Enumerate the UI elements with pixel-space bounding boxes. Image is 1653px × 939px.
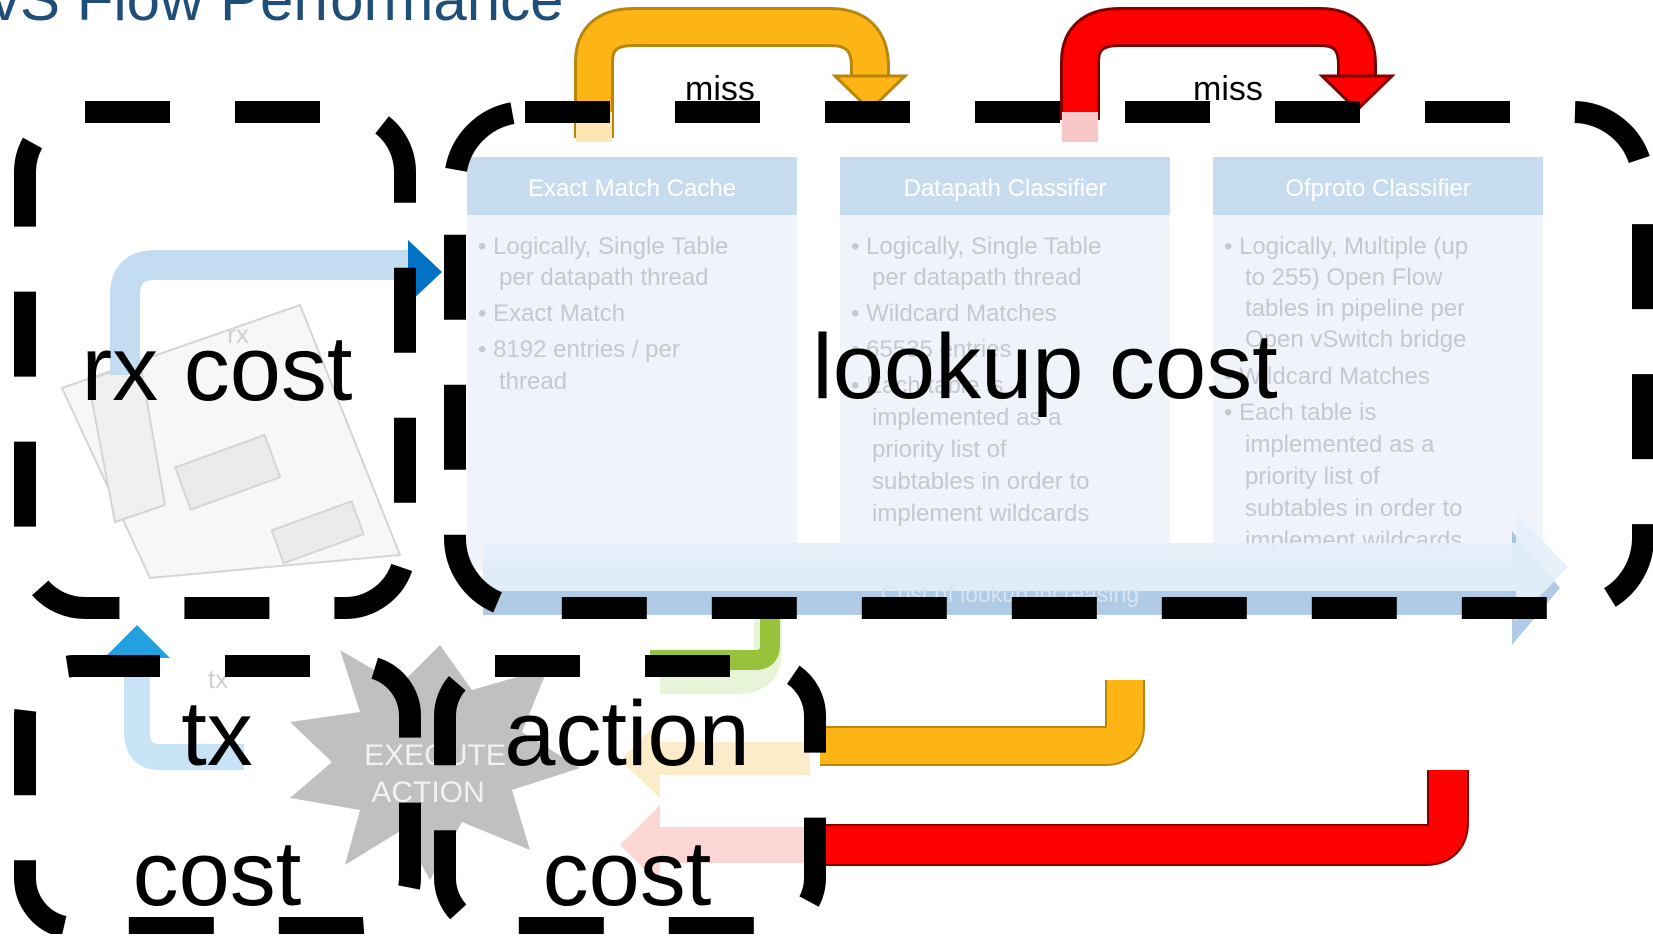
table-body-bg	[840, 215, 1170, 570]
action-cost-label: cost	[543, 823, 712, 925]
red-miss-body	[1063, 9, 1374, 120]
tx-cost-label: cost	[133, 823, 302, 925]
table-header-dpcls: Datapath Classifier	[904, 175, 1107, 202]
table-card-dpcls	[840, 157, 1170, 570]
table-line: • 8192 entries / per	[478, 336, 680, 363]
table-card-emc	[467, 157, 797, 570]
table-line: priority list of	[1245, 463, 1380, 490]
table-line: • Wildcard Matches	[851, 300, 1057, 327]
orange-return-arrow	[620, 680, 1145, 798]
table-line: • Exact Match	[478, 300, 625, 327]
table-line: • Wildcard Matches	[1224, 363, 1430, 390]
orange-miss-body	[577, 9, 887, 138]
cost-labels: rx cost lookup cost tx cost action cost	[82, 316, 1278, 925]
table-line: subtables in order to	[1245, 495, 1462, 522]
table-line: • 65535 entries	[851, 336, 1012, 363]
table-line: thread	[499, 368, 567, 395]
orange-return-faded	[620, 720, 810, 798]
table-line: implemented as a	[872, 404, 1062, 431]
dashed-regions	[14, 101, 1653, 939]
table-header-bg	[467, 157, 797, 215]
red-return-faded	[620, 805, 820, 885]
table-body-ofproto: • Logically, Multiple (up to 255) Open F…	[1224, 233, 1468, 554]
rx-cost-region	[14, 101, 416, 619]
nic-chip	[270, 500, 365, 565]
lookup-arrow-body	[483, 513, 1568, 621]
table-line: subtables in order to	[872, 468, 1089, 495]
red-return-arrow	[620, 770, 1469, 885]
tx-arrow-body	[124, 652, 244, 770]
table-header-bg	[1213, 157, 1543, 215]
execute-line2: ACTION	[371, 776, 484, 809]
rx-small-label: rx	[227, 319, 249, 349]
table-line: • Each table is	[1224, 399, 1376, 426]
table-line: per datapath thread	[499, 264, 709, 291]
table-line: • Logically, Single Table	[851, 233, 1101, 260]
rx-cost-label: rx cost	[82, 318, 353, 420]
table-line: implemented as a	[1245, 431, 1435, 458]
lookup-cost-region	[444, 101, 1653, 619]
nic-board	[60, 303, 402, 580]
tx-word-label: tx	[181, 683, 253, 785]
green-hit-arrow	[650, 598, 782, 694]
table-line: per datapath thread	[872, 264, 1082, 291]
table-body-bg	[1213, 215, 1543, 570]
rx-arrow-head	[408, 240, 442, 304]
rx-arrow: rx	[110, 240, 442, 375]
table-line: tables in pipeline per	[1245, 295, 1465, 322]
table-header-bg	[840, 157, 1170, 215]
orange-miss-head	[831, 74, 909, 113]
table-header-emc: Exact Match Cache	[528, 175, 736, 202]
nic-chip	[174, 433, 282, 511]
rx-arrow-body	[110, 250, 415, 375]
table-body-bg	[467, 215, 797, 570]
orange-return-body	[820, 680, 1143, 764]
tx-small-label: tx	[208, 664, 228, 694]
table-body-emc: • Logically, Single Table per datapath t…	[478, 233, 728, 395]
red-miss-arrow: miss	[1060, 7, 1396, 142]
lookup-cost-label: lookup cost	[812, 316, 1277, 418]
table-line: to 255) Open Flow	[1245, 264, 1443, 291]
table-line: Open vSwitch bridge	[1245, 326, 1466, 353]
tx-arrow: tx	[104, 625, 244, 770]
table-line: implement wildcards	[872, 500, 1089, 527]
table-body-dpcls: • Logically, Single Table per datapath t…	[851, 233, 1101, 527]
green-arrow-body	[650, 600, 780, 670]
red-miss-faded-tail	[1062, 112, 1098, 142]
tx-arrow-head	[104, 625, 170, 658]
red-miss-head	[1318, 74, 1396, 113]
table-line: priority list of	[872, 436, 1007, 463]
action-word-label: action	[504, 683, 750, 785]
orange-miss-arrow: miss	[574, 7, 909, 142]
table-card-ofproto	[1213, 157, 1543, 570]
red-return-body	[820, 770, 1467, 864]
network-card-icon	[60, 303, 402, 580]
table-line: • Logically, Single Table	[478, 233, 728, 260]
table-header-ofproto: Ofproto Classifier	[1285, 175, 1470, 202]
slide-title: vS Flow Performance	[0, 0, 564, 33]
table-line: • Logically, Multiple (up	[1224, 233, 1468, 260]
table-line: • Each table is	[851, 372, 1003, 399]
